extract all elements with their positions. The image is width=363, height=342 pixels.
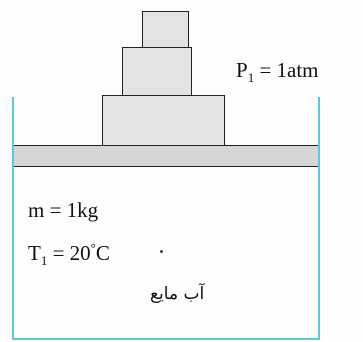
- temperature-unit: C: [95, 241, 110, 265]
- weight-block-middle: [122, 47, 192, 97]
- container-right-wall: [318, 97, 320, 340]
- temperature-subscript: 1: [40, 253, 48, 268]
- degree-symbol: °: [90, 240, 96, 255]
- stray-mark: [160, 250, 163, 253]
- temperature-label: T1 = 20°C: [28, 240, 110, 267]
- mass-label: m = 1kg: [28, 198, 99, 222]
- weight-block-top: [142, 11, 189, 49]
- container-left-wall: [12, 97, 14, 340]
- pressure-label: P1 = 1atm: [236, 58, 319, 85]
- liquid-water-label: آب مایع: [150, 284, 205, 304]
- temperature-value: = 20: [47, 241, 91, 265]
- pressure-value: = 1atm: [254, 58, 319, 82]
- temperature-symbol: T: [28, 241, 41, 265]
- piston: [14, 145, 318, 167]
- pressure-symbol: P: [236, 58, 248, 82]
- pressure-subscript: 1: [247, 70, 255, 85]
- container-bottom-wall: [12, 338, 320, 340]
- weight-block-bottom: [102, 95, 225, 146]
